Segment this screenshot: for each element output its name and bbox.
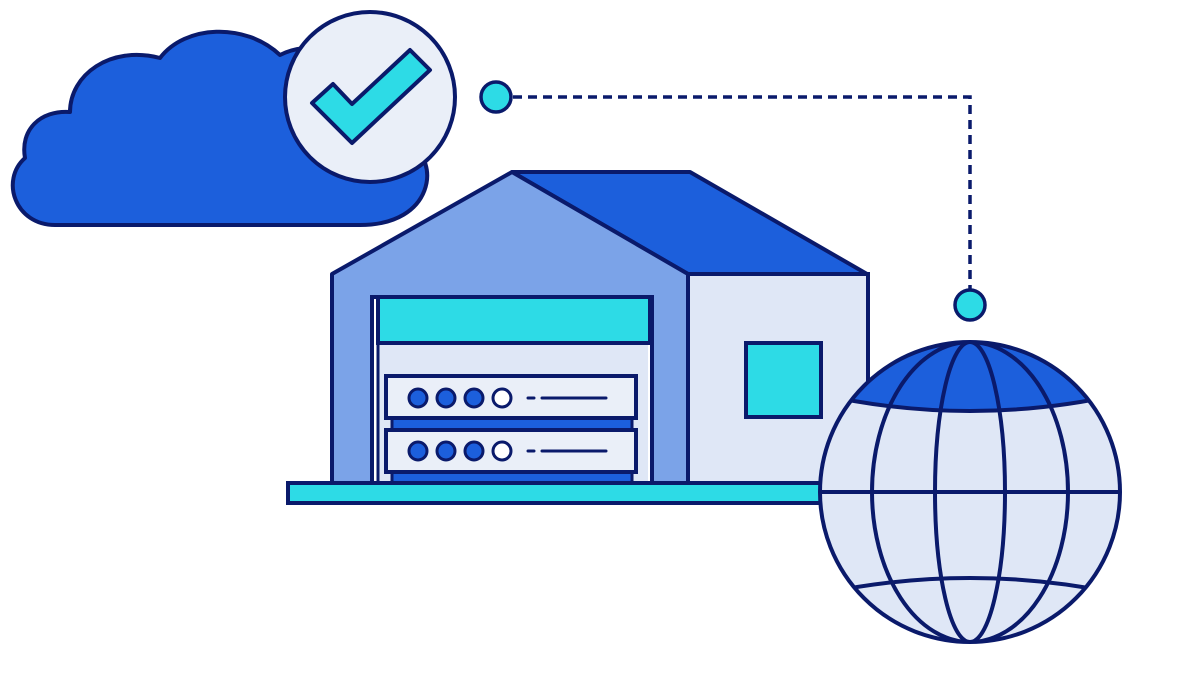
- ground-platform: [286, 481, 850, 505]
- checkmark-icon: [283, 10, 457, 184]
- connection-line: [513, 95, 972, 290]
- server-light: [407, 387, 429, 409]
- server-light: [435, 440, 457, 462]
- server-light: [463, 440, 485, 462]
- server-light: [463, 387, 485, 409]
- server-light: [491, 387, 513, 409]
- server-light: [491, 440, 513, 462]
- server-icon: [384, 374, 638, 486]
- warehouse-window: [744, 341, 823, 419]
- connection-node-end: [953, 288, 987, 322]
- rolled-up-door: [376, 295, 652, 345]
- connection-node-start: [479, 80, 513, 114]
- server-light: [435, 387, 457, 409]
- server-light: [407, 440, 429, 462]
